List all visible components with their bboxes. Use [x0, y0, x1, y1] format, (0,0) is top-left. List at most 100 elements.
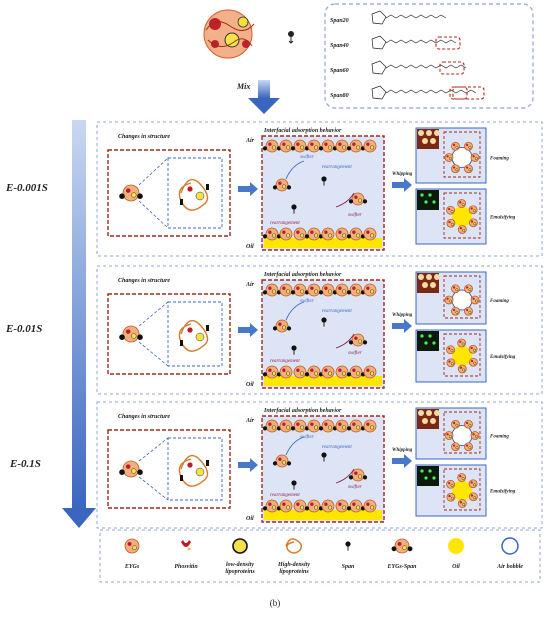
emulsion-micrograph — [417, 466, 439, 486]
interfacial-title: Interfacial adsorption behavior — [263, 128, 342, 134]
legend-item: Air bobble — [496, 537, 523, 570]
legend-label: EYGs — [124, 564, 140, 570]
oil-droplet-icon — [452, 346, 472, 366]
span-highlight-box — [449, 86, 485, 100]
mix-label: Mix — [236, 82, 250, 91]
oil-droplet-icon — [452, 206, 472, 227]
structure-panel — [107, 149, 231, 237]
legend-item: EYGs — [124, 538, 140, 570]
emulsifying-label: Emulsifying — [489, 355, 516, 360]
legend-label: Oil — [452, 564, 460, 570]
changes-in-structure-title: Changes in structure — [118, 134, 170, 140]
condition-label: E-0.01S — [5, 323, 42, 335]
whipping-label: Whipping — [392, 172, 413, 177]
legend-box — [99, 529, 541, 583]
legend-item: Span — [342, 541, 355, 570]
oil-label: Oil — [246, 516, 254, 522]
process-arrow-icon — [238, 323, 258, 337]
condition-row: E-0.001S Changes in structure Interfacial … — [5, 121, 543, 257]
oil-label: Oil — [246, 244, 254, 250]
whipping-arrow-icon — [392, 454, 412, 468]
span-structure-label: Span80 — [330, 93, 349, 99]
span-structures-box — [324, 3, 534, 109]
legend-label: Phosvitin — [174, 564, 198, 570]
air-label: Air — [245, 138, 255, 144]
phosvitin-icon — [181, 540, 191, 551]
interfacial-panel: swifter rearrangement rearrangement swifter — [261, 279, 385, 389]
mixed-particle-icon — [203, 9, 255, 59]
changes-in-structure-title: Changes in structure — [118, 414, 170, 420]
oil-droplet-icon — [452, 480, 472, 501]
mix-arrow-icon — [248, 80, 280, 114]
legend-label: EYGs-Span — [386, 564, 417, 570]
rearrangement-label: rearrangement — [322, 309, 352, 314]
ldl-icon — [232, 538, 248, 554]
oil-layer — [264, 238, 382, 248]
oil-label: Oil — [246, 382, 254, 388]
swifter-label: swifter — [348, 485, 362, 490]
zoom-box — [167, 157, 223, 229]
rearrangement-label: rearrangement — [270, 493, 300, 498]
figure-caption: (b) — [270, 598, 281, 608]
span-structure-label: Span40 — [330, 43, 349, 49]
oil-icon — [448, 538, 464, 554]
span-structure-label: Span20 — [330, 18, 349, 24]
rearrangement-label: rearrangement — [270, 221, 300, 226]
span-highlight-box — [435, 36, 461, 50]
swifter-label: swifter — [300, 299, 314, 304]
legend-label: Span — [342, 564, 355, 570]
foaming-label: Foaming — [490, 299, 509, 304]
interfacial-title: Interfacial adsorption behavior — [263, 272, 342, 278]
span-structure-row: Span80 — [330, 85, 485, 100]
process-arrow-icon — [238, 458, 258, 472]
air-label: Air — [245, 418, 255, 424]
row-frame — [96, 121, 543, 257]
rearrangement-label: rearrangement — [270, 359, 300, 364]
condition-label: E-0.1S — [9, 458, 41, 470]
span-structure-row: Span20 — [330, 10, 447, 25]
emulsifying-label: Emulsifying — [489, 216, 516, 221]
whipping-label: Whipping — [392, 448, 413, 453]
zoom-box — [167, 437, 223, 501]
span-structure-label: Span60 — [330, 68, 349, 74]
swifter-label: swifter — [348, 351, 362, 356]
structure-panel — [107, 293, 231, 375]
emulsion-micrograph — [417, 190, 439, 210]
foaming-label: Foaming — [490, 435, 509, 440]
emulsion-micrograph — [417, 331, 439, 351]
interfacial-title: Interfacial adsorption behavior — [263, 408, 342, 414]
whipping-arrow-icon — [392, 178, 412, 192]
rearrangement-label: rearrangement — [322, 445, 352, 450]
legend-item: Oil — [448, 538, 464, 570]
changes-in-structure-title: Changes in structure — [118, 278, 170, 284]
oil-layer — [264, 510, 382, 520]
swifter-label: swifter — [300, 435, 314, 440]
emulsifying-label: Emulsifying — [489, 490, 516, 495]
rearrangement-label: rearrangement — [322, 165, 352, 170]
legend-item: EYGs-Span — [386, 538, 417, 570]
span-icon — [345, 541, 351, 551]
condition-row: E-0.01S Changes in structure Interfacial a… — [5, 265, 543, 395]
air-bubble-icon — [501, 537, 519, 555]
legend-item: Phosvitin — [174, 540, 198, 570]
span-structure-row: Span40 — [330, 35, 461, 50]
swifter-label: swifter — [300, 155, 314, 160]
span-highlight-box — [439, 61, 465, 75]
span-small-icon — [288, 31, 294, 44]
whipping-arrow-icon — [392, 319, 412, 333]
process-arrow-icon — [238, 182, 258, 196]
structure-panel — [107, 429, 231, 509]
condition-label: E-0.001S — [5, 182, 48, 194]
whipping-label: Whipping — [392, 313, 413, 318]
concentration-arrow-icon — [62, 120, 96, 528]
span-structure-row: Span60 — [330, 60, 467, 75]
row-frame — [96, 265, 543, 395]
